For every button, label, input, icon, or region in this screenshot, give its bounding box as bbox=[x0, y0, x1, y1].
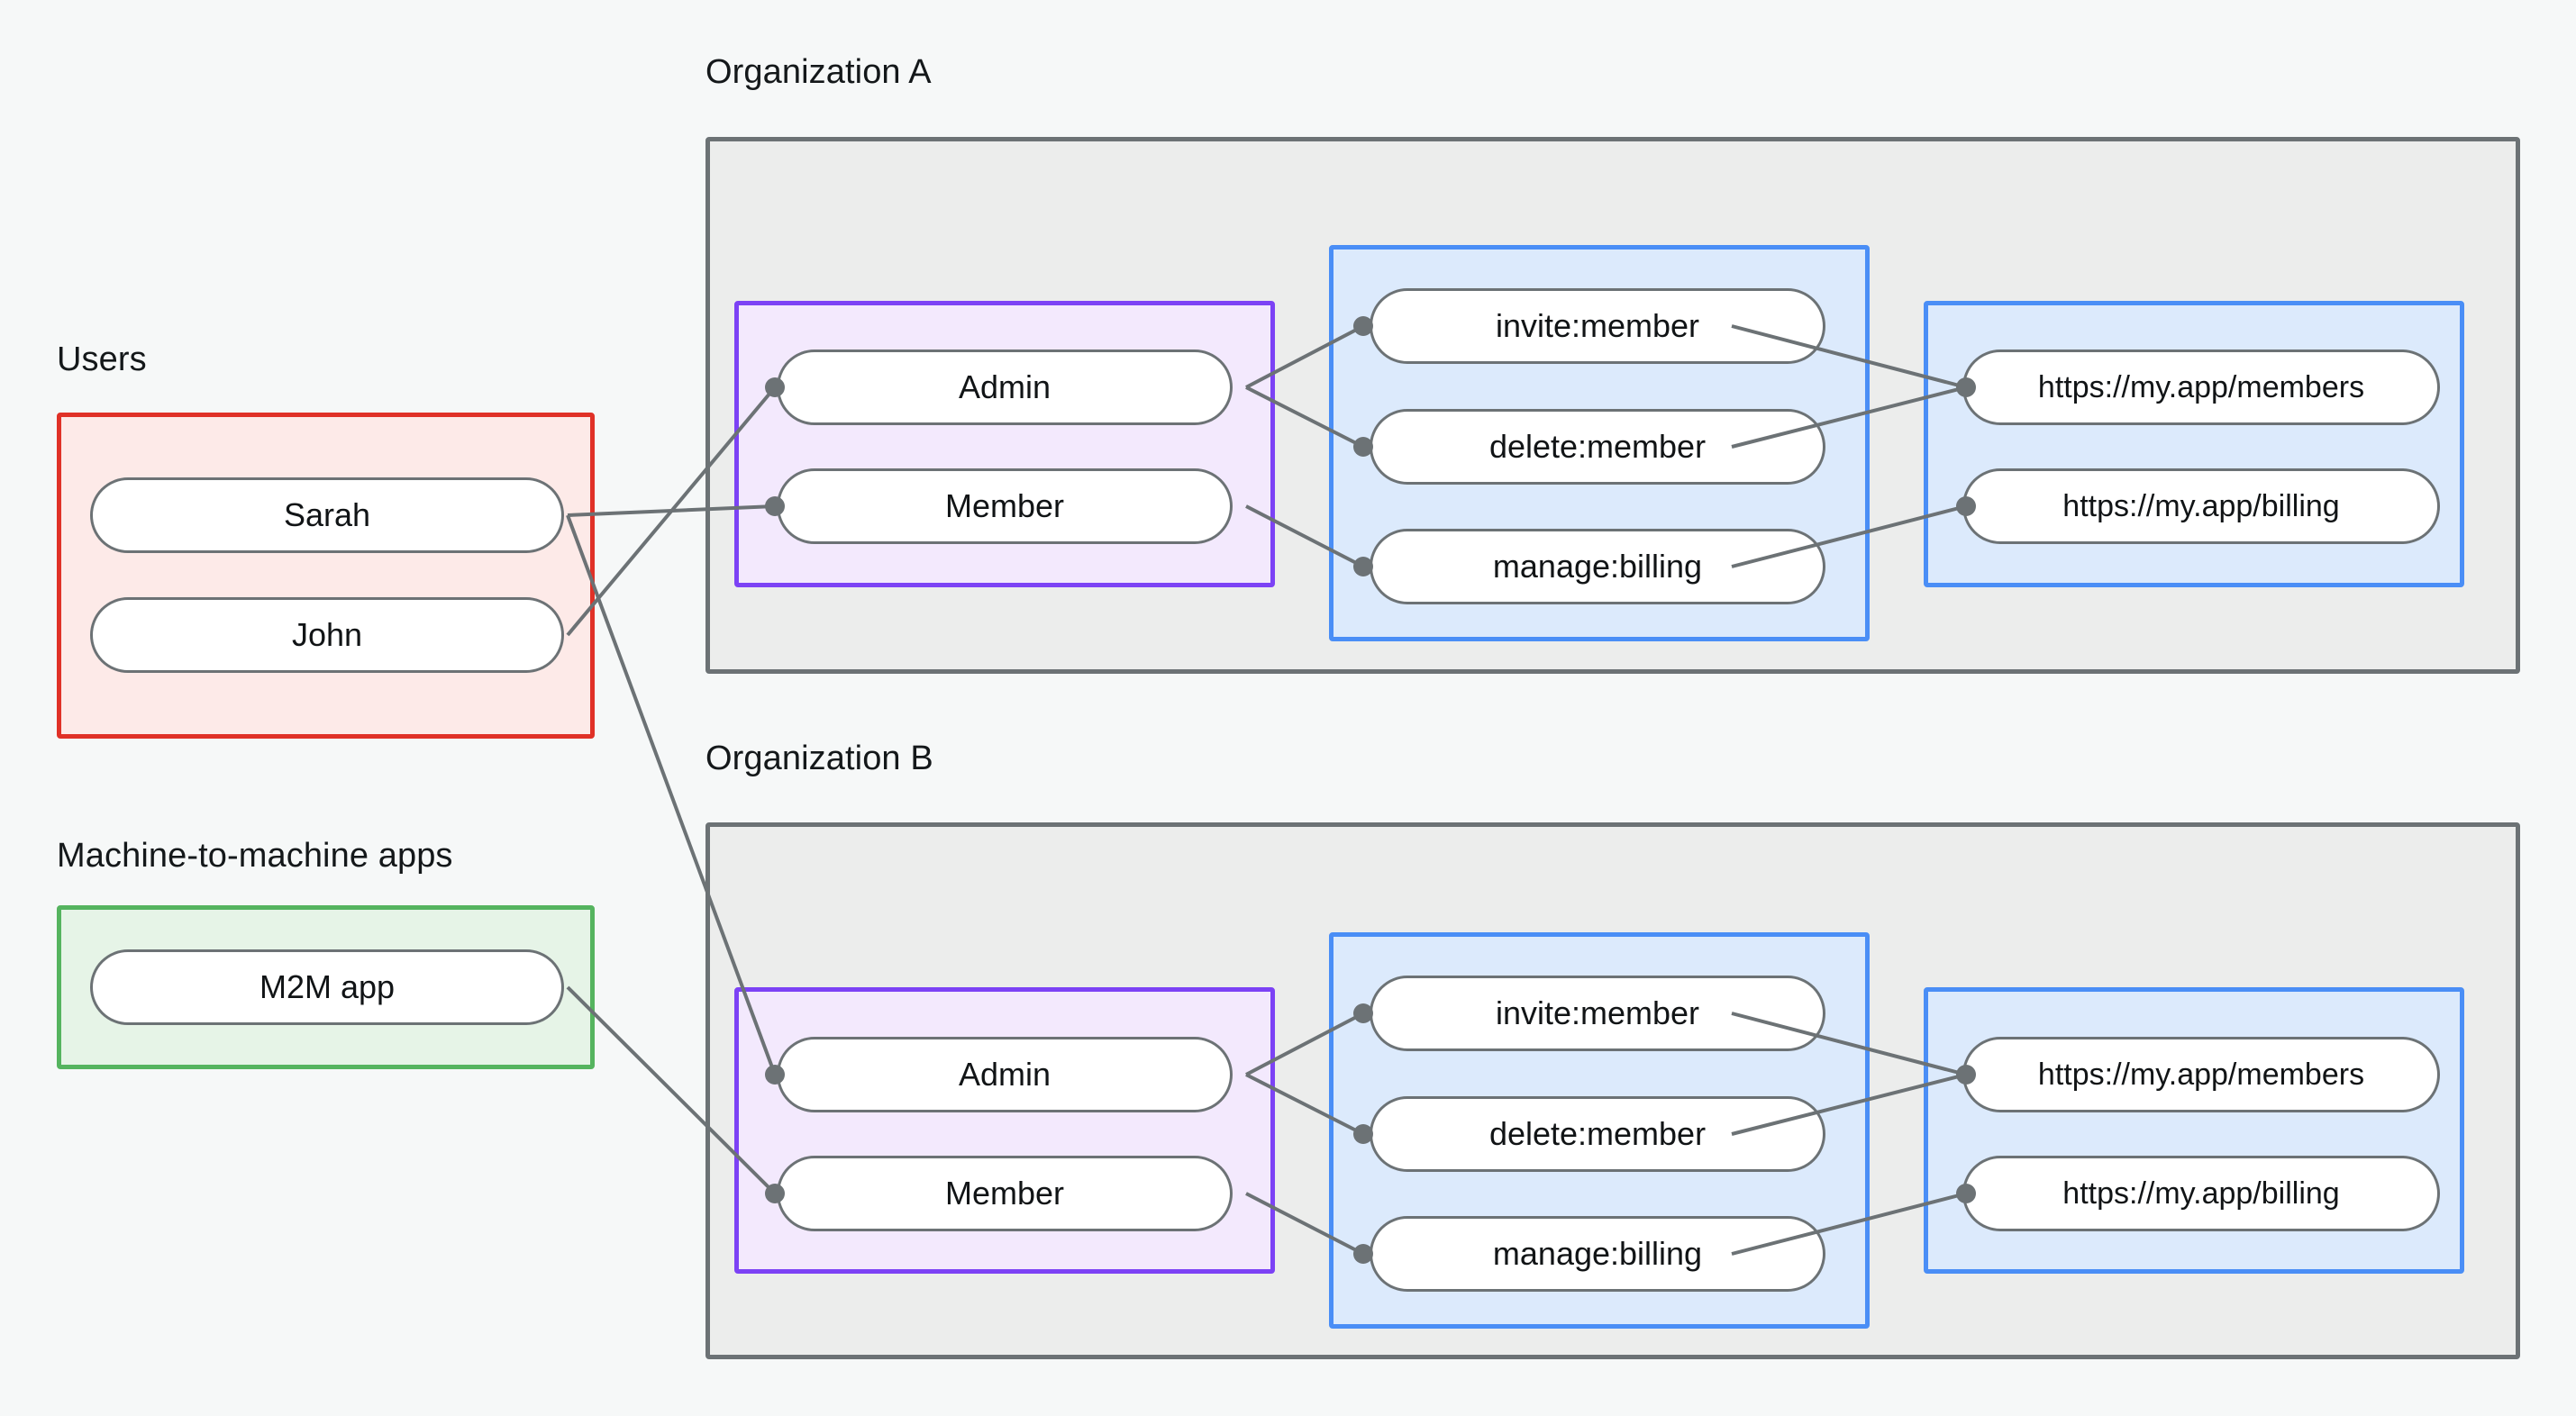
m2m-title: Machine-to-machine apps bbox=[57, 837, 453, 875]
role-pill-admin-org-b[interactable]: Admin bbox=[777, 1037, 1233, 1112]
org-a-api-resources-container bbox=[1924, 301, 2464, 587]
user-pill-john[interactable]: John bbox=[90, 597, 564, 673]
api-resource-pill-billing-org-a[interactable]: https://my.app/billing bbox=[1962, 468, 2440, 544]
role-pill-member-org-a[interactable]: Member bbox=[777, 468, 1233, 544]
permission-pill-delete-member-org-a[interactable]: delete:member bbox=[1370, 409, 1825, 485]
user-pill-sarah[interactable]: Sarah bbox=[90, 477, 564, 553]
role-pill-admin-org-a[interactable]: Admin bbox=[777, 349, 1233, 425]
permission-pill-manage-billing-org-b[interactable]: manage:billing bbox=[1370, 1216, 1825, 1292]
org-a-title: Organization A bbox=[705, 53, 932, 91]
org-a-roles-container bbox=[734, 301, 1275, 587]
permission-pill-delete-member-org-b[interactable]: delete:member bbox=[1370, 1096, 1825, 1172]
users-title: Users bbox=[57, 340, 147, 378]
users-container bbox=[57, 413, 595, 739]
permission-pill-manage-billing-org-a[interactable]: manage:billing bbox=[1370, 529, 1825, 604]
m2m-pill-app[interactable]: M2M app bbox=[90, 949, 564, 1025]
permission-pill-invite-member-org-a[interactable]: invite:member bbox=[1370, 288, 1825, 364]
org-b-title: Organization B bbox=[705, 740, 933, 777]
role-pill-member-org-b[interactable]: Member bbox=[777, 1156, 1233, 1231]
api-resource-pill-billing-org-b[interactable]: https://my.app/billing bbox=[1962, 1156, 2440, 1231]
permission-pill-invite-member-org-b[interactable]: invite:member bbox=[1370, 976, 1825, 1051]
api-resource-pill-members-org-b[interactable]: https://my.app/members bbox=[1962, 1037, 2440, 1112]
api-resource-pill-members-org-a[interactable]: https://my.app/members bbox=[1962, 349, 2440, 425]
